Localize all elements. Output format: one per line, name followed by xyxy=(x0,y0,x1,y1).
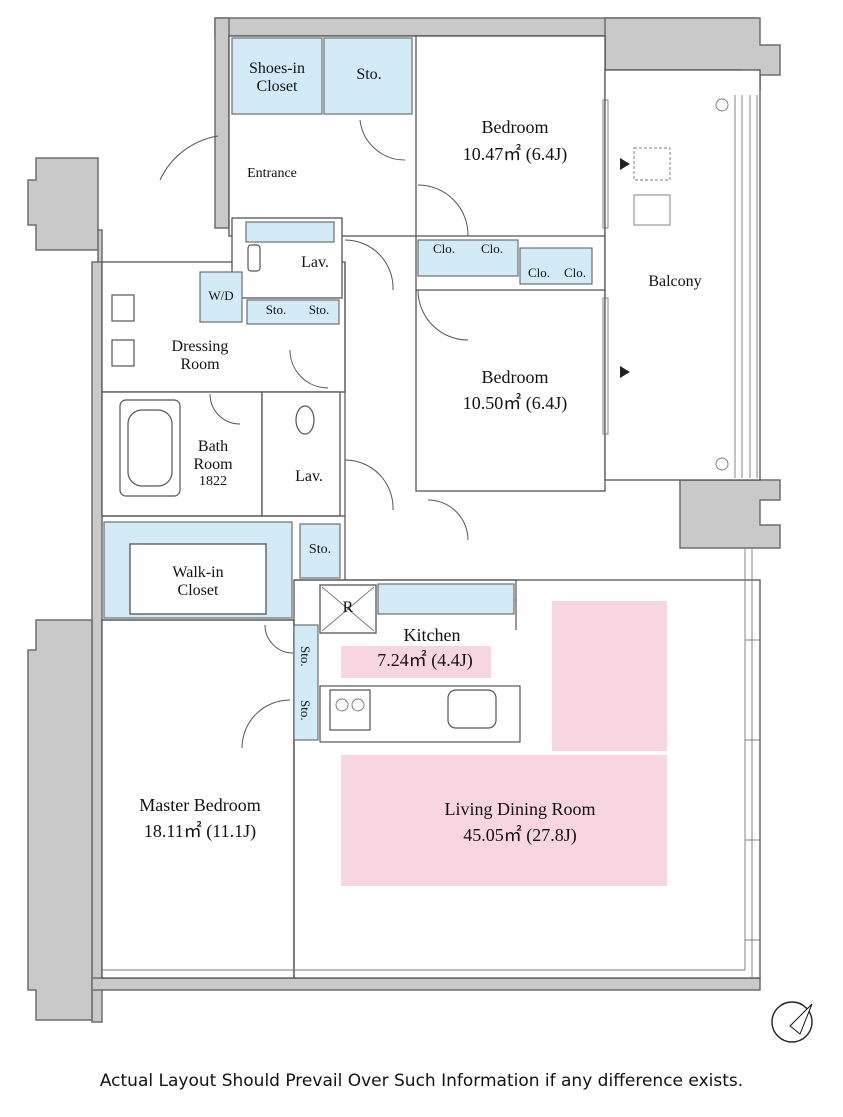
doors xyxy=(159,119,469,749)
storage-areas xyxy=(103,37,593,741)
washer-dryer-label: W/D xyxy=(208,288,234,303)
closet-label-1: Clo. xyxy=(432,241,456,256)
bedroom-1-name: Bedroom xyxy=(481,117,549,137)
balcony-label: Balcony xyxy=(648,273,702,290)
entrance-label: Entrance xyxy=(247,166,297,181)
closet-label-2: Clo. xyxy=(480,241,504,256)
storage-label-c: Sto. xyxy=(308,542,332,557)
walk-in-closet-label: Walk-in Closet xyxy=(172,564,224,600)
stove-icon xyxy=(329,689,371,731)
shoes-in-closet-label: Shoes-in Closet xyxy=(249,60,305,96)
lav-top-label: Lav. xyxy=(301,254,329,271)
closet-label-4: Clo. xyxy=(563,265,587,280)
closet-label-3: Clo. xyxy=(527,265,551,280)
master-bedroom-name: Master Bedroom xyxy=(139,795,261,815)
living-highlights xyxy=(341,601,667,886)
storage-label-vertical-1: Sto. xyxy=(297,645,313,667)
storage-label-a: Sto. xyxy=(265,302,287,317)
bathtub-icon xyxy=(119,399,181,497)
refrigerator-label: R xyxy=(342,599,354,616)
lav-bottom-label: Lav. xyxy=(295,468,323,485)
storage-label-b: Sto. xyxy=(308,302,330,317)
bedroom-2-size: 10.50㎡ (6.4J) xyxy=(462,393,568,413)
toilet-icon xyxy=(247,244,315,435)
balcony-fixtures xyxy=(620,98,729,471)
dressing-furniture xyxy=(111,294,135,367)
living-dining-room-name: Living Dining Room xyxy=(444,799,596,819)
kitchen-size: 7.24㎡ (4.4J) xyxy=(377,650,473,670)
north-arrow-icon xyxy=(771,1001,813,1043)
storage-label-top: Sto. xyxy=(356,66,382,83)
bedroom-2-name: Bedroom xyxy=(481,367,549,387)
bath-size-label: 1822 xyxy=(199,474,227,489)
living-dining-room-size: 45.05㎡ (27.8J) xyxy=(463,825,577,845)
master-bedroom-size: 18.11㎡ (11.1J) xyxy=(143,821,257,841)
refrigerator-icon xyxy=(321,586,375,632)
storage-label-vertical-2: Sto. xyxy=(297,699,313,721)
bedroom-1-size: 10.47㎡ (6.4J) xyxy=(462,144,568,164)
bath-room-label: Bath Room xyxy=(193,438,233,474)
kitchen-name: Kitchen xyxy=(403,625,461,645)
dressing-room-label: Dressing Room xyxy=(171,338,229,374)
sink-icon xyxy=(447,689,497,729)
interior-lines xyxy=(102,95,760,978)
disclaimer-text: Actual Layout Should Prevail Over Such I… xyxy=(99,1071,744,1091)
